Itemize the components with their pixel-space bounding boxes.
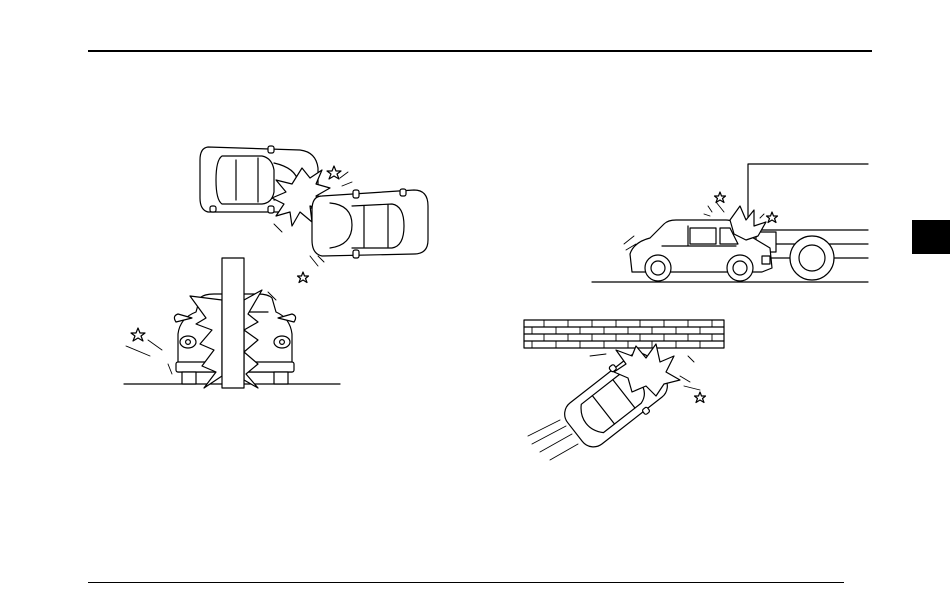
star-icon [715,192,726,203]
brick-wall-icon [524,320,724,348]
pole-icon [222,258,244,388]
star-icon [327,166,341,179]
rear-underride-collision [592,164,868,282]
star-icon [131,328,145,341]
star-icon [695,392,706,403]
star-icon [767,212,778,223]
angled-wall-collision [524,320,724,460]
car-top-view-icon [312,189,428,258]
star-icon [298,272,309,283]
